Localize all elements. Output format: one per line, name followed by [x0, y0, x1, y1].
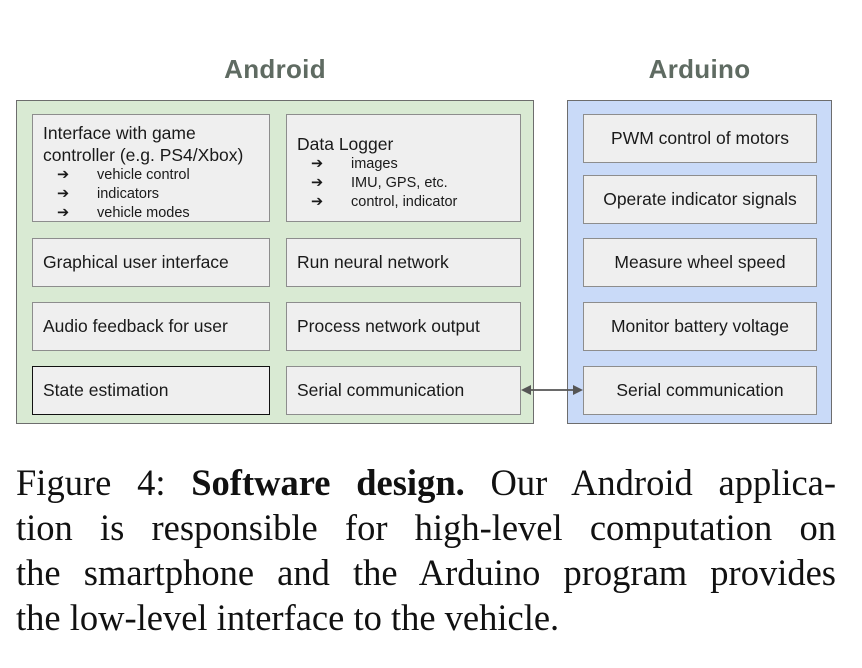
run-neural-network-box: Run neural network	[286, 238, 521, 287]
wheel-speed-box: Measure wheel speed	[583, 238, 817, 287]
arrow-icon: ➔	[311, 156, 324, 172]
figure-caption: Figure 4: Software design. Our Android a…	[16, 460, 836, 640]
caption-line1-rest: Our Android applica-	[490, 462, 837, 503]
arrow-icon: ➔	[311, 175, 324, 191]
arduino-title: Arduino	[648, 54, 751, 84]
android-serial-box: Serial communication	[286, 366, 521, 415]
process-output-label: Process network output	[297, 316, 480, 336]
run-nn-label: Run neural network	[297, 252, 449, 272]
bullet-text: control, indicator	[351, 194, 458, 210]
arrow-icon: ➔	[57, 186, 70, 202]
bullet-text: IMU, GPS, etc.	[351, 175, 448, 191]
bullet-text: images	[351, 156, 398, 172]
game-controller-heading-2: controller (e.g. PS4/Xbox)	[43, 145, 244, 165]
gui-box: Graphical user interface	[32, 238, 270, 287]
bullet-text: vehicle control	[97, 167, 190, 183]
indicator-signals-box: Operate indicator signals	[583, 175, 817, 224]
game-controller-heading-1: Interface with game	[43, 123, 196, 143]
process-output-box: Process network output	[286, 302, 521, 351]
bullet-item: ➔ vehicle modes	[43, 204, 259, 223]
bullet-item: ➔ images	[297, 155, 510, 174]
caption-line-3: the smartphone and the Arduino program p…	[16, 552, 836, 593]
arrow-icon: ➔	[57, 205, 70, 221]
audio-label: Audio feedback for user	[43, 316, 228, 336]
pwm-label: PWM control of motors	[611, 128, 789, 148]
battery-voltage-box: Monitor battery voltage	[583, 302, 817, 351]
bullet-item: ➔ IMU, GPS, etc.	[297, 174, 510, 193]
state-estimation-box: State estimation	[32, 366, 270, 415]
gui-label: Graphical user interface	[43, 252, 229, 272]
android-title: Android	[224, 54, 326, 84]
caption-label: Figure 4:	[16, 462, 166, 503]
data-logger-box: Data Logger ➔ images ➔ IMU, GPS, etc. ➔ con…	[286, 114, 521, 222]
bullet-item: ➔ indicators	[43, 185, 259, 204]
caption-bold-title: Software design.	[191, 462, 465, 503]
arrow-icon: ➔	[57, 167, 70, 183]
caption-line-2: tion is responsible for high-level compu…	[16, 507, 836, 548]
arduino-serial-box: Serial communication	[583, 366, 817, 415]
audio-feedback-box: Audio feedback for user	[32, 302, 270, 351]
indicators-label: Operate indicator signals	[603, 189, 797, 209]
serial-link-arrow	[521, 385, 583, 395]
caption-line-1: Figure 4: Software design. Our Android a…	[16, 460, 836, 505]
bullet-text: indicators	[97, 186, 160, 202]
data-logger-heading: Data Logger	[297, 134, 394, 154]
state-estimation-label: State estimation	[43, 380, 169, 400]
game-controller-interface-box: Interface with game controller (e.g. PS4…	[32, 114, 270, 222]
android-serial-label: Serial communication	[297, 380, 465, 400]
arduino-serial-label: Serial communication	[616, 380, 784, 400]
pwm-control-box: PWM control of motors	[583, 114, 817, 163]
arrow-icon: ➔	[311, 194, 324, 210]
bullet-text: vehicle modes	[97, 205, 190, 221]
bullet-item: ➔ vehicle control	[43, 166, 259, 185]
battery-label: Monitor battery voltage	[610, 316, 789, 336]
caption-line-4: the low-level interface to the vehicle.	[16, 597, 560, 638]
wheel-speed-label: Measure wheel speed	[614, 252, 786, 272]
bullet-item: ➔ control, indicator	[297, 193, 510, 212]
